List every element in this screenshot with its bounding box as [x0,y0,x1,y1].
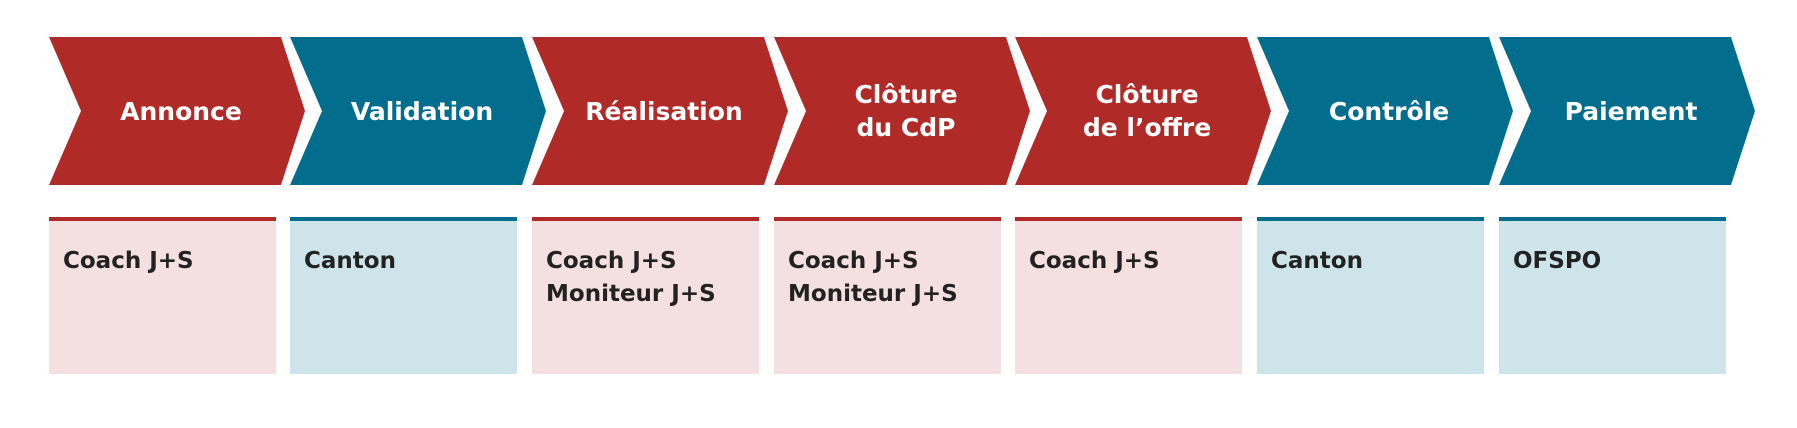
step-chevron: Paiement [1499,37,1755,185]
role-label: Coach J+S [1029,248,1160,274]
step-realisation: Réalisation Coach J+S Moniteur J+S [532,0,788,428]
role-label: Coach J+S [788,248,919,274]
role-label: Moniteur J+S [788,281,958,307]
step-chevron: Validation [290,37,546,185]
step-chevron: Réalisation [532,37,788,185]
step-label: Annonce [120,96,242,126]
step-cloture-offre: Clôture de l’offre Coach J+S [1015,0,1271,428]
step-label: Validation [350,96,494,126]
role-label: Coach J+S [546,248,677,274]
step-label: Paiement [1564,96,1698,126]
step-chevron: Clôture de l’offre [1015,37,1271,185]
role-label: Canton [1271,248,1363,274]
step-chevron: Annonce [49,37,305,185]
role-label: OFSPO [1513,248,1602,274]
step-label: Réalisation [585,96,743,126]
role-box: Canton [1257,217,1484,374]
step-controle: Contrôle Canton [1257,0,1513,428]
step-cloture-cdp: Clôture du CdP Coach J+S Moniteur J+S [774,0,1030,428]
step-validation: Validation Canton [290,0,546,428]
role-label: Canton [304,248,396,274]
role-box: Coach J+S [49,217,276,374]
role-box: Coach J+S Moniteur J+S [774,217,1001,374]
step-paiement: Paiement OFSPO [1499,0,1755,428]
step-annonce: Annonce Coach J+S [49,0,305,428]
role-label: Coach J+S [63,248,194,274]
step-label: Clôture de l’offre [1082,80,1212,142]
role-box: OFSPO [1499,217,1726,374]
step-chevron: Clôture du CdP [774,37,1030,185]
step-label: Clôture du CdP [854,80,958,142]
step-label: Contrôle [1328,96,1450,126]
role-box: Coach J+S [1015,217,1242,374]
role-box: Coach J+S Moniteur J+S [532,217,759,374]
step-chevron: Contrôle [1257,37,1513,185]
role-box: Canton [290,217,517,374]
role-label: Moniteur J+S [546,281,716,307]
